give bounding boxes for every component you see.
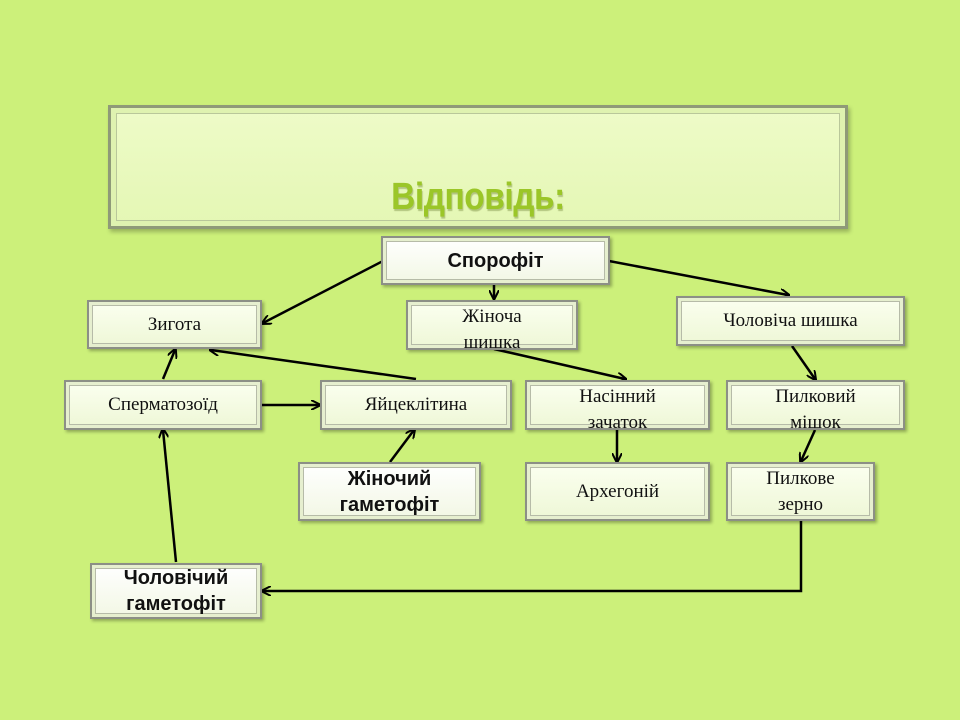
arrow-female-gametophyte-to-egg (389, 430, 414, 463)
node-female-cone: Жіноча шишка (406, 300, 578, 353)
node-male-cone: Чоловіча шишка (676, 296, 905, 346)
arrow-male-cone-to-pollen-sac (790, 345, 815, 379)
arrow-pollen-sac-to-pollen-grain (801, 429, 817, 461)
node-sporophyte: Спорофіт (381, 236, 610, 285)
node-ovule-label: Насінний зачаток (579, 386, 656, 433)
node-ovule: Насінний зачаток (525, 380, 710, 433)
arrow-sporophyte-to-male-cone (608, 259, 788, 295)
node-male-cone-label: Чоловіча шишка (723, 310, 858, 331)
arrow-male-gametophyte-to-sperm (163, 430, 178, 563)
node-archegonium: Архегоній (525, 462, 710, 521)
arrow-female-cone-to-ovule (493, 347, 625, 379)
node-male-gametophyte-label: Чоловічий гаметофіт (123, 567, 229, 615)
node-zygote: Зигота (87, 300, 262, 349)
node-sperm: Сперматозоїд (64, 380, 262, 430)
node-female-gametophyte: Жіночий гаметофіт (298, 462, 481, 521)
arrow-pollen-grain-to-male-gametophyte (263, 521, 803, 591)
title-panel: Відповідь: (108, 105, 848, 229)
node-egg-label: Яйцеклітина (364, 394, 468, 415)
node-pollen-grain-label: Пилкове зерно (766, 467, 835, 515)
node-female-gametophyte-label: Жіночий гаметофіт (339, 467, 440, 516)
node-egg: Яйцеклітина (320, 380, 512, 430)
arrow-sporophyte-to-zygote (263, 259, 384, 323)
node-sperm-label: Сперматозоїд (108, 394, 218, 415)
arrow-sperm-to-zygote (161, 350, 175, 380)
node-archegonium-label: Архегоній (575, 480, 660, 502)
node-pollen-sac-label: Пилковий мішок (775, 386, 856, 433)
arrow-egg-to-zygote (211, 350, 417, 381)
node-pollen-grain: Пилкове зерно (726, 462, 875, 521)
node-zygote-label: Зигота (147, 313, 202, 335)
node-female-cone-label: Жіноча шишка (462, 306, 522, 353)
node-sporophyte-label: Спорофіт (447, 249, 544, 272)
node-male-gametophyte: Чоловічий гаметофіт (90, 563, 262, 619)
slide-title: Відповідь: (391, 176, 565, 218)
node-pollen-sac: Пилковий мішок (726, 380, 905, 433)
